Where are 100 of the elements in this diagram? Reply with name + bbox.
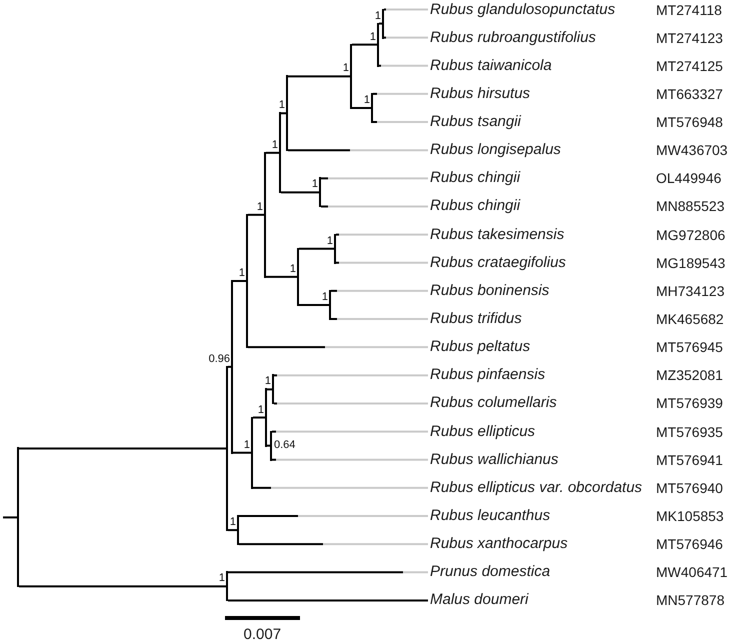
tree-branch bbox=[272, 430, 428, 433]
tree-branch bbox=[272, 458, 428, 461]
tree-branch bbox=[299, 248, 334, 250]
species-name: Rubus hirsutus bbox=[430, 84, 530, 103]
species-name: Rubus takesimensis bbox=[430, 226, 564, 244]
support-value: 1 bbox=[230, 517, 236, 528]
species-name: Rubus ellipticus var. obcordatus bbox=[430, 478, 642, 497]
tree-branch bbox=[379, 64, 428, 67]
tree-branch bbox=[274, 374, 428, 376]
scale-label: 0.007 bbox=[244, 627, 282, 642]
accession-number: MH734123 bbox=[656, 282, 724, 300]
tree-branch bbox=[248, 346, 428, 348]
species-name: Rubus taiwanicola bbox=[430, 56, 552, 75]
species-name: Rubus xanthocarpus bbox=[430, 535, 568, 554]
tree-branch bbox=[267, 388, 272, 390]
support-value: 0.64 bbox=[274, 440, 296, 451]
tree-branch bbox=[253, 486, 428, 489]
accession-number: MG189543 bbox=[656, 254, 726, 272]
tree-branch bbox=[331, 290, 428, 292]
support-value: 1 bbox=[264, 376, 271, 388]
support-value: 1 bbox=[244, 440, 250, 451]
accession-number: MT576939 bbox=[656, 394, 723, 412]
tree-branch bbox=[379, 22, 382, 25]
species-name: Rubus ellipticus bbox=[430, 422, 536, 441]
tree-branch bbox=[228, 366, 231, 368]
tree-branch bbox=[321, 177, 428, 180]
support-value: 1 bbox=[326, 236, 333, 247]
tree-branch bbox=[384, 8, 428, 10]
species-name: Rubus crataegifolius bbox=[430, 254, 566, 272]
accession-number: MT576940 bbox=[656, 478, 723, 497]
accession-number: MT576946 bbox=[656, 535, 723, 554]
support-value: 0.96 bbox=[208, 354, 230, 365]
species-name: Rubus rubroangustifolius bbox=[430, 28, 596, 47]
species-name: Rubus wallichianus bbox=[430, 450, 558, 469]
tree-branch bbox=[336, 234, 428, 236]
tree-branch bbox=[373, 92, 428, 95]
support-value: 1 bbox=[364, 94, 370, 106]
support-value: 1 bbox=[370, 32, 376, 43]
accession-number: MZ352081 bbox=[656, 366, 723, 384]
species-name: Rubus pinfaensis bbox=[430, 366, 546, 384]
tree-branch bbox=[239, 543, 428, 546]
species-name: Rubus longisepalus bbox=[430, 141, 561, 160]
species-name: Rubus tsangii bbox=[430, 113, 521, 132]
accession-number: MW406471 bbox=[656, 563, 728, 582]
accession-number: MT576948 bbox=[656, 113, 723, 132]
accession-number: MT576941 bbox=[656, 450, 723, 469]
tree-branch bbox=[266, 152, 279, 154]
tree-branch bbox=[253, 416, 265, 419]
accession-number: MT576935 bbox=[656, 422, 723, 441]
tree-branch bbox=[281, 112, 286, 114]
tree-branch bbox=[299, 304, 329, 306]
tree-branch bbox=[19, 585, 226, 588]
tree-branch bbox=[266, 276, 297, 278]
tree-branch bbox=[3, 516, 17, 518]
species-name: Rubus peltatus bbox=[430, 338, 530, 356]
species-name: Rubus glandulosopunctatus bbox=[430, 0, 616, 18]
species-name: Rubus columellaris bbox=[430, 394, 557, 412]
tree-branch bbox=[321, 205, 428, 208]
accession-number: MT274123 bbox=[656, 28, 723, 47]
support-value: 1 bbox=[218, 573, 225, 584]
tree-branch bbox=[267, 444, 270, 447]
support-value: 1 bbox=[312, 179, 318, 190]
accession-number: MN577878 bbox=[656, 591, 724, 610]
accession-number: MT274125 bbox=[656, 56, 723, 75]
support-value: 1 bbox=[374, 10, 381, 22]
species-name: Prunus domestica bbox=[430, 563, 550, 582]
tree-branch bbox=[352, 44, 377, 46]
species-name: Rubus leucanthus bbox=[430, 507, 550, 526]
tree-branch bbox=[281, 191, 319, 194]
support-value: 1 bbox=[256, 202, 263, 213]
accession-number: MG972806 bbox=[656, 226, 726, 244]
tree-branch bbox=[288, 149, 428, 152]
support-value: 1 bbox=[272, 140, 278, 151]
tree-branch bbox=[228, 529, 237, 532]
tree-branch bbox=[373, 121, 428, 124]
tree-branch bbox=[19, 447, 226, 450]
tree-branch bbox=[248, 214, 264, 216]
species-name: Rubus boninensis bbox=[430, 282, 550, 300]
tree-branch bbox=[352, 107, 371, 109]
support-value: 1 bbox=[238, 268, 245, 279]
support-value: 1 bbox=[258, 404, 264, 416]
tree-branch bbox=[288, 75, 350, 78]
accession-number: MK105853 bbox=[656, 507, 724, 526]
accession-number: OL449946 bbox=[656, 169, 722, 188]
tree-branch bbox=[233, 280, 246, 282]
tree-branch bbox=[274, 402, 428, 404]
species-name: Malus doumeri bbox=[430, 591, 528, 610]
accession-number: MK465682 bbox=[656, 310, 724, 328]
species-name: Rubus chingii bbox=[430, 169, 520, 188]
accession-number: MN885523 bbox=[656, 197, 724, 216]
tree-branch bbox=[239, 515, 428, 518]
support-value: 1 bbox=[290, 264, 296, 275]
support-value: 1 bbox=[342, 63, 349, 74]
accession-number: MW436703 bbox=[656, 141, 728, 160]
tree-branch bbox=[331, 318, 428, 320]
support-value: 1 bbox=[278, 100, 285, 112]
accession-number: MT576945 bbox=[656, 338, 723, 356]
tree-branch bbox=[384, 36, 428, 39]
support-value: 1 bbox=[322, 292, 328, 303]
species-name: Rubus trifidus bbox=[430, 310, 522, 328]
